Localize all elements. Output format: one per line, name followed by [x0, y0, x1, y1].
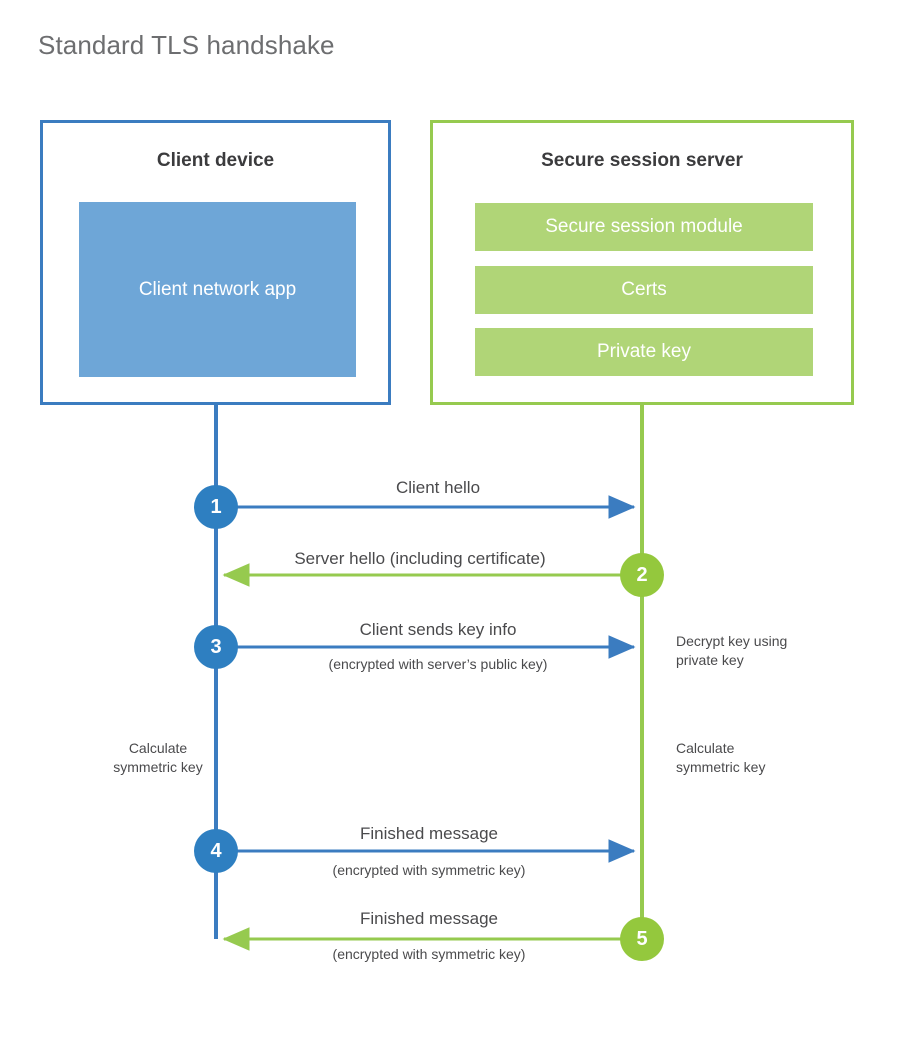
message-sublabel-step-4: (encrypted with symmetric key) — [332, 862, 526, 878]
step-marker-1[interactable]: 1 — [194, 485, 238, 529]
client-device-title: Client device — [156, 150, 275, 171]
annotation-server-decrypt-key: Decrypt key using private key — [676, 633, 788, 668]
message-label-step-2: Server hello (including certificate) — [294, 549, 546, 568]
step-marker-4[interactable]: 4 — [194, 829, 238, 873]
secure-session-server-title: Secure session server — [541, 150, 743, 171]
server-module-secure-session-module: Secure session module — [475, 203, 813, 251]
message-label-step-1: Client hello — [395, 478, 481, 497]
client-network-app-block: Client network app — [79, 202, 356, 377]
annotation-server-calculate-symmetric-key: Calculate symmetric key — [676, 740, 766, 775]
client-device-box: Client device Client network app — [40, 120, 391, 405]
step-marker-5[interactable]: 5 — [620, 917, 664, 961]
message-sublabel-step-3: (encrypted with server’s public key) — [328, 656, 548, 672]
message-label-step-3: Client sends key info — [359, 620, 517, 639]
server-module-certs: Certs — [475, 266, 813, 314]
step-marker-2[interactable]: 2 — [620, 553, 664, 597]
message-label-step-5: Finished message — [360, 909, 498, 928]
page-title: Standard TLS handshake — [38, 30, 335, 60]
annotation-client-calculate-symmetric-key: Calculate symmetric key — [113, 740, 203, 775]
step-marker-3[interactable]: 3 — [194, 625, 238, 669]
message-sublabel-step-5: (encrypted with symmetric key) — [332, 946, 526, 962]
message-label-step-4: Finished message — [360, 824, 498, 843]
server-module-private-key: Private key — [475, 328, 813, 376]
secure-session-server-box: Secure session server Secure session mod… — [430, 120, 854, 405]
